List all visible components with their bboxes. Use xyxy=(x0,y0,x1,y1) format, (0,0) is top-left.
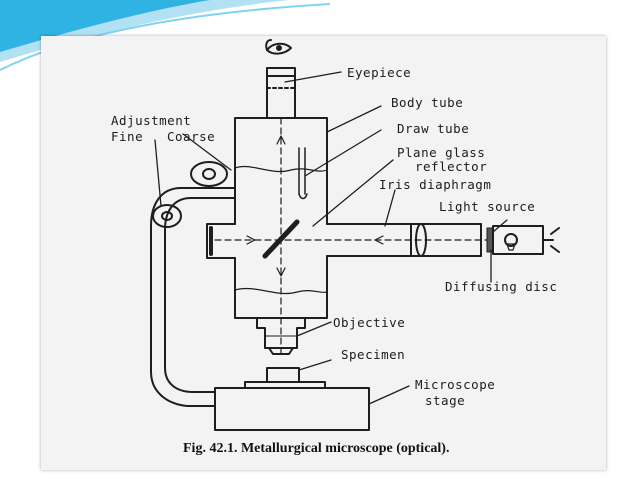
label-iris-diaphragm: Iris diaphragm xyxy=(379,177,492,192)
swoosh-stroke xyxy=(0,3,331,71)
fine-adjustment-knob xyxy=(152,204,182,228)
body-tube xyxy=(234,117,328,225)
microscope-diagram xyxy=(150,39,560,431)
label-stage: stage xyxy=(425,393,466,408)
label-adjustment: Adjustment xyxy=(111,113,192,128)
coarse-adjustment-knob xyxy=(190,161,228,187)
leader-lines xyxy=(154,71,508,405)
illumination-arm xyxy=(206,223,560,259)
eyepiece xyxy=(266,67,296,119)
label-objective: Objective xyxy=(333,315,406,330)
label-specimen: Specimen xyxy=(341,347,406,362)
label-draw-tube: Draw tube xyxy=(397,121,470,136)
label-light-source: Light source xyxy=(439,199,536,214)
eye-icon xyxy=(265,39,292,55)
plane-glass-reflector xyxy=(262,219,300,259)
label-reflector: reflector xyxy=(415,159,488,174)
microscope-stage xyxy=(214,381,370,431)
microscope-limb xyxy=(150,187,236,407)
label-body-tube: Body tube xyxy=(391,95,464,110)
objective xyxy=(256,317,306,355)
label-microscope: Microscope xyxy=(415,377,496,392)
label-fine: Fine xyxy=(111,129,144,144)
label-eyepiece: Eyepiece xyxy=(347,65,412,80)
label-plane-glass: Plane glass xyxy=(397,145,486,160)
figure-frame: Eyepiece Body tube Draw tube Plane glass… xyxy=(41,36,606,470)
label-coarse: Coarse xyxy=(167,129,216,144)
swoosh-dark xyxy=(0,0,210,52)
specimen xyxy=(266,367,300,383)
label-diffusing-disc: Diffusing disc xyxy=(445,279,558,294)
figure-caption: Fig. 42.1. Metallurgical microscope (opt… xyxy=(183,441,450,456)
